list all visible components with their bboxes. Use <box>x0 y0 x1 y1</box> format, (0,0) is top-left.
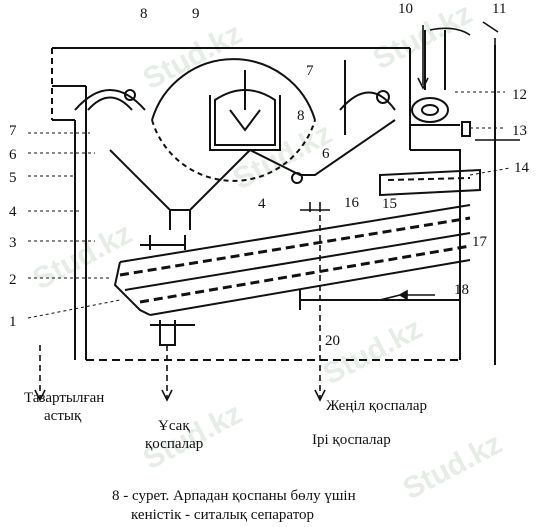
part-number: 18 <box>454 282 469 298</box>
part-number: 15 <box>382 196 397 212</box>
part-number: 7 <box>306 63 314 79</box>
cleaned-grain-label: Тазартылған <box>24 390 104 406</box>
watermark: Stud.kz <box>398 427 508 506</box>
short-impurities-label: қоспалар <box>145 436 203 452</box>
part-number: 3 <box>9 235 17 251</box>
large-impurities-label: Ірі қоспалар <box>312 432 391 448</box>
figure-caption: 8 - сурет. Арпадан қоспаны бөлу үшін кен… <box>112 488 356 523</box>
leader-lines <box>27 91 511 319</box>
watermark: Stud.kz <box>318 312 428 391</box>
part-number: 14 <box>514 160 530 176</box>
machine-drawing <box>51 30 496 365</box>
part-number: 16 <box>344 195 360 211</box>
part-number: 5 <box>9 170 17 186</box>
part-number: 20 <box>325 333 340 349</box>
part-numbers: 1 2 3 4 5 6 7 8 9 10 11 12 13 14 15 16 1… <box>9 1 530 349</box>
part-number: 11 <box>492 1 506 17</box>
output-labels: Тазартылған астық Ұсақ қоспалар Жеңіл қо… <box>24 390 427 452</box>
caption-line-2: кеністік - ситалық сепаратор <box>131 507 314 523</box>
part-number: 4 <box>258 196 266 212</box>
part-number: 4 <box>9 204 17 220</box>
light-impurities-label: Жеңіл қоспалар <box>326 398 427 414</box>
watermark: Stud.kz <box>28 217 138 296</box>
part-number: 8 <box>140 6 148 22</box>
part-number: 1 <box>9 314 17 330</box>
watermark: Stud.kz <box>138 17 248 96</box>
part-number: 8 <box>297 108 305 124</box>
part-number: 10 <box>398 1 413 17</box>
part-number: 6 <box>9 147 17 163</box>
short-impurities-label: Ұсақ <box>158 418 190 434</box>
caption-line-1: 8 - сурет. Арпадан қоспаны бөлу үшін <box>112 488 356 504</box>
flow-arrows <box>34 21 520 402</box>
part-number: 12 <box>512 87 527 103</box>
part-number: 6 <box>322 146 330 162</box>
part-number: 17 <box>472 234 488 250</box>
part-number: 7 <box>9 123 17 139</box>
part-number: 13 <box>512 123 527 139</box>
part-number: 9 <box>192 6 200 22</box>
part-number: 2 <box>9 272 17 288</box>
cleaned-grain-label: астық <box>44 408 82 424</box>
